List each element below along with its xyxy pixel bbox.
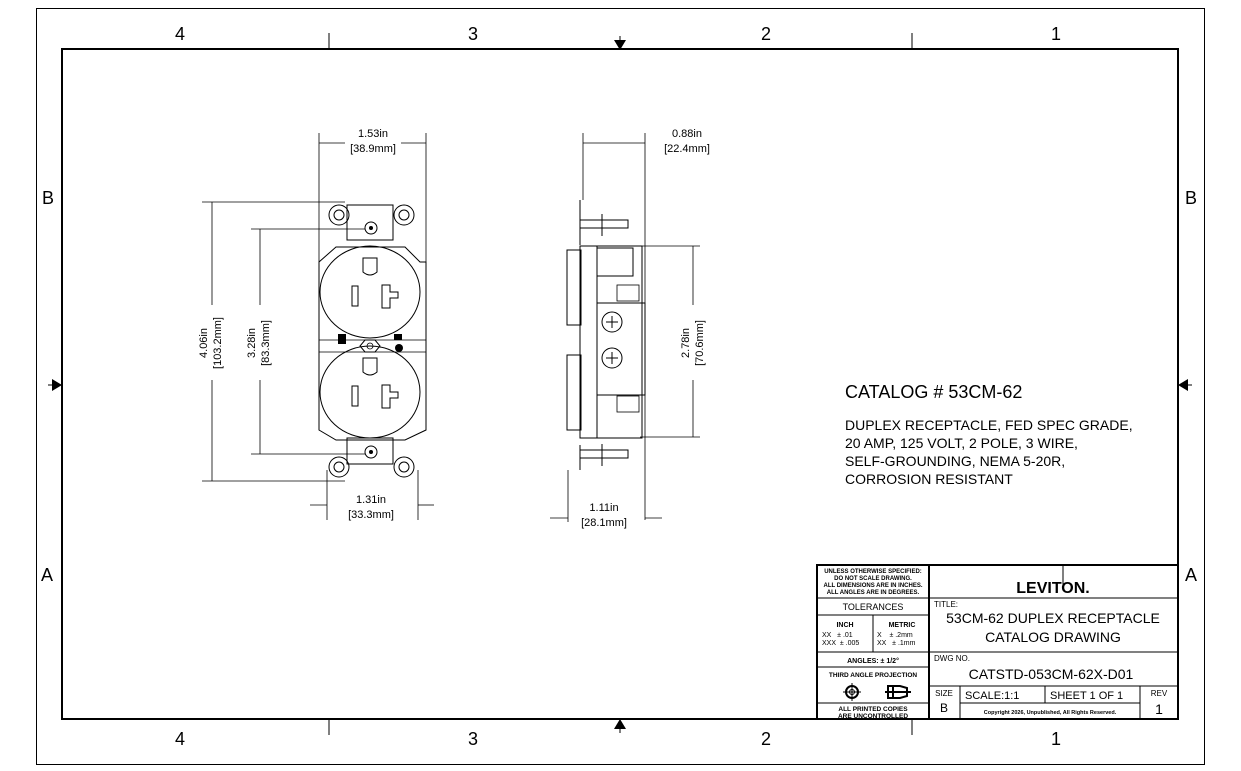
dim-height-overall-mm: [103.2mm] <box>212 317 224 369</box>
neutral-slot <box>351 285 359 307</box>
terminal-screw-icon <box>601 311 623 333</box>
center-arrow-icon <box>52 379 62 391</box>
catalog-description: DUPLEX RECEPTACLE, FED SPEC GRADE, 20 AM… <box>845 417 1133 487</box>
zone-col-4: 4 <box>175 729 185 749</box>
zone-row-b: B <box>1185 188 1197 208</box>
drawing-title: CATALOG DRAWING <box>985 629 1121 645</box>
title-label: TITLE: <box>934 600 958 609</box>
svg-text:CORROSION RESISTANT: CORROSION RESISTANT <box>845 471 1013 487</box>
zone-row-a: A <box>1185 565 1197 585</box>
mounting-ear <box>393 204 415 226</box>
rev-value: 1 <box>1155 701 1163 717</box>
metric-label: METRIC <box>889 622 916 629</box>
sheet: SHEET 1 OF 1 <box>1050 690 1123 702</box>
center-arrow-icon <box>614 719 626 729</box>
svg-text:SELF-GROUNDING, NEMA 5-20R,: SELF-GROUNDING, NEMA 5-20R, <box>845 453 1065 469</box>
svg-text:ALL ANGLES ARE IN DEGREES.: ALL ANGLES ARE IN DEGREES. <box>827 590 920 596</box>
size-value: B <box>940 701 948 715</box>
metric-tol-x: X ± .2mm <box>877 632 913 639</box>
zone-col-2: 2 <box>761 729 771 749</box>
outlet-face-top <box>319 245 421 339</box>
zone-col-2: 2 <box>761 24 771 44</box>
svg-text:ALL DIMENSIONS ARE IN INCHES.: ALL DIMENSIONS ARE IN INCHES. <box>823 583 922 589</box>
t-slot <box>381 284 399 309</box>
receptacle-body <box>318 246 427 441</box>
dim-width-top-in: 1.53in <box>358 128 388 140</box>
side-dimensions <box>550 133 700 522</box>
title-block <box>816 564 1179 720</box>
catalog-title: CATALOG # 53CM-62 <box>845 382 1022 402</box>
side-view <box>566 200 646 470</box>
rev-label: REV <box>1151 689 1168 698</box>
projection-label: THIRD ANGLE PROJECTION <box>829 672 918 679</box>
drawing-title: 53CM-62 DUPLEX RECEPTACLE <box>946 610 1160 626</box>
svg-text:DO NOT SCALE DRAWING.: DO NOT SCALE DRAWING. <box>834 576 912 582</box>
dim-height-in: 2.78in <box>680 328 692 358</box>
front-dimensions <box>202 133 434 520</box>
ground-slot <box>362 257 378 276</box>
zone-row-b: B <box>42 188 54 208</box>
copies-note: ARE UNCONTROLLED <box>838 713 908 720</box>
center-arrow-icon <box>1178 379 1188 391</box>
mounting-screw-icon <box>364 445 378 459</box>
front-view <box>318 204 427 478</box>
dim-depth-top-mm: [22.4mm] <box>664 143 710 155</box>
dim-width-bottom-mm: [33.3mm] <box>348 509 394 521</box>
center-screw-icon <box>359 339 381 353</box>
svg-text:DUPLEX RECEPTACLE, FED SPEC GR: DUPLEX RECEPTACLE, FED SPEC GRADE, <box>845 417 1133 433</box>
copyright: Copyright 2026, Unpublished, All Rights … <box>984 710 1117 716</box>
side-dimension-labels: 0.88in [22.4mm] 2.78in [70.6mm] 1.11in [… <box>581 128 710 529</box>
zone-col-3: 3 <box>468 24 478 44</box>
inch-label: INCH <box>836 622 853 629</box>
side-body <box>579 245 643 439</box>
dim-width-top-mm: [38.9mm] <box>350 143 396 155</box>
inch-tol-xx: XX ± .01 <box>822 632 853 639</box>
size-label: SIZE <box>935 689 953 698</box>
dim-depth-bottom-in: 1.11in <box>589 502 618 514</box>
dim-height-mm: [70.6mm] <box>694 320 706 366</box>
zone-row-a: A <box>41 565 53 585</box>
dim-depth-bottom-mm: [28.1mm] <box>581 517 627 529</box>
copies-note: ALL PRINTED COPIES <box>838 706 908 713</box>
dim-width-bottom-in: 1.31in <box>356 494 386 506</box>
outer-border <box>36 8 1205 765</box>
inch-tol-xxx: XXX ± .005 <box>822 640 859 647</box>
dwg-no-label: DWG NO. <box>934 654 970 663</box>
outlet-face-bottom <box>319 345 421 439</box>
front-dimension-labels: 1.53in [38.9mm] 4.06in [103.2mm] 3.28in … <box>198 128 396 521</box>
zone-ticks <box>48 33 1192 735</box>
third-angle-projection-icon <box>843 683 911 701</box>
metric-tol-xx: XX ± .1mm <box>877 640 916 647</box>
angles-tolerance: ANGLES: ± 1/2° <box>847 657 899 665</box>
svg-text:20 AMP, 125 VOLT, 2 POLE, 3 WI: 20 AMP, 125 VOLT, 2 POLE, 3 WIRE, <box>845 435 1078 451</box>
leviton-logo: LEVITON. <box>1016 580 1090 597</box>
dim-height-overall-in: 4.06in <box>198 328 210 358</box>
dwg-no: CATSTD-053CM-62X-D01 <box>969 666 1134 682</box>
center-arrow-icon <box>614 40 626 50</box>
dim-height-mount-in: 3.28in <box>246 328 258 358</box>
zone-col-4: 4 <box>175 24 185 44</box>
svg-text:UNLESS OTHERWISE SPECIFIED:: UNLESS OTHERWISE SPECIFIED: <box>824 569 922 575</box>
mounting-screw-icon <box>364 221 378 235</box>
zone-col-1: 1 <box>1051 729 1061 749</box>
terminal-screw-icon <box>601 347 623 369</box>
title-block-notes: UNLESS OTHERWISE SPECIFIED: DO NOT SCALE… <box>823 569 922 596</box>
zone-col-1: 1 <box>1051 24 1061 44</box>
dim-depth-top-in: 0.88in <box>672 128 702 140</box>
scale: SCALE:1:1 <box>965 690 1019 702</box>
mounting-ear <box>328 204 350 226</box>
zone-col-3: 3 <box>468 729 478 749</box>
dim-height-mount-mm: [83.3mm] <box>260 320 272 366</box>
tolerances-label: TOLERANCES <box>843 602 904 612</box>
zone-labels: 4 3 2 1 4 3 2 1 B B A A <box>41 24 1197 749</box>
